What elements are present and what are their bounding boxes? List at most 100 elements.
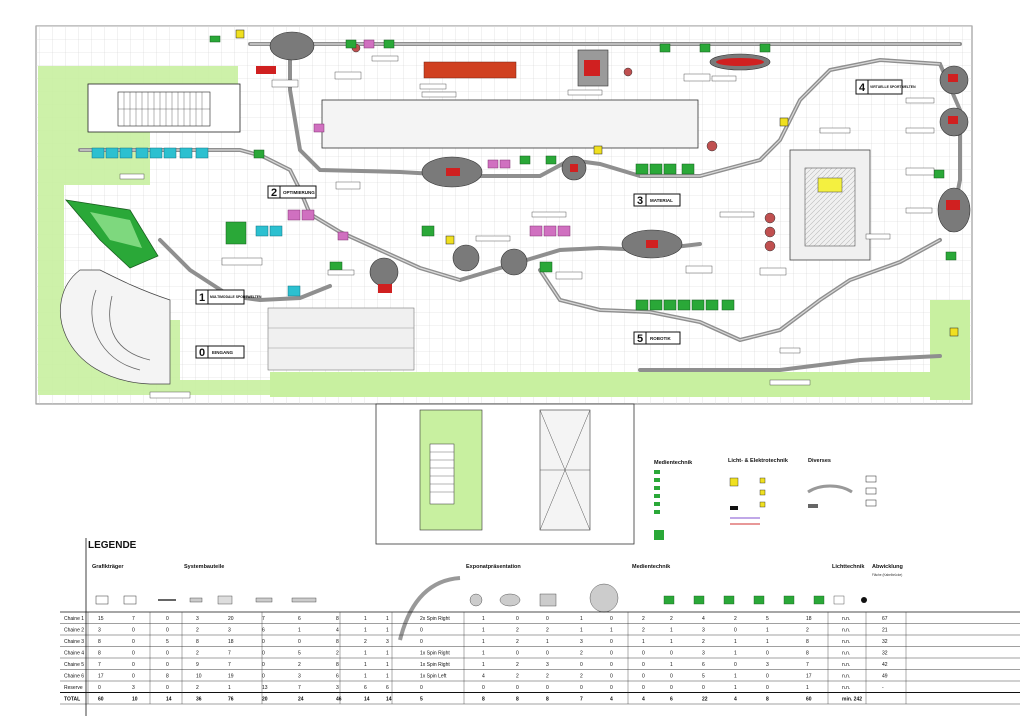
legend-cell: 20 <box>228 616 234 622</box>
legend-group-header: Lichttechnik <box>832 564 865 570</box>
legend-group-header: Systembauteile <box>184 564 224 570</box>
legend-cell: 0 <box>298 639 301 645</box>
side-legend-misc-header: Diverses <box>808 458 831 464</box>
legend-cell: n.n. <box>842 685 850 691</box>
legend-cell: 2 <box>702 639 705 645</box>
legend-cell: 0 <box>670 651 673 657</box>
entrance-stage <box>60 199 171 385</box>
legend-cell: 8 <box>482 697 485 703</box>
legend-cell: 5 <box>702 674 705 680</box>
legend-cell: 0 <box>670 685 673 691</box>
legend-group-header: Abwicklung <box>872 564 903 570</box>
legend-cell: 4 <box>642 697 645 703</box>
legend-cell: 9 <box>196 662 199 668</box>
legend-cell: 0 <box>702 685 705 691</box>
legend-cell: 22 <box>702 697 708 703</box>
legend-cell: 21 <box>882 628 888 634</box>
legend-cell: 1 <box>734 674 737 680</box>
legend-cell: 4 <box>482 674 485 680</box>
zone-number: 5 <box>637 333 643 345</box>
legend-cell: 6 <box>364 685 367 691</box>
legend-cell: 2 <box>196 628 199 634</box>
legend-cell: 3 <box>298 674 301 680</box>
red-exhibit-marks <box>256 58 960 293</box>
legend-cell: 0 <box>580 685 583 691</box>
legend-cell: 3 <box>228 628 231 634</box>
legend-cell: 2x Spin Right <box>420 616 450 622</box>
zone-number: 0 <box>199 347 205 359</box>
round-exhibits <box>269 31 971 287</box>
legend-cell: 2 <box>806 628 809 634</box>
zone-name: MULTIMODALE SPORTWELTEN <box>210 295 262 299</box>
legend-cell: 8 <box>336 639 339 645</box>
legend-cell: 2 <box>364 639 367 645</box>
legend-cell: 0 <box>132 662 135 668</box>
legend-cell: 10 <box>132 697 138 703</box>
legend-cell: 17 <box>98 674 104 680</box>
legend-cell: 3 <box>132 685 135 691</box>
legend-cell: 2 <box>196 685 199 691</box>
legend-cell: 36 <box>196 697 202 703</box>
zone-label-2: 2 OPTIMIERUNG <box>267 185 317 199</box>
small-round-exhibits <box>351 43 776 252</box>
legend-cell: 1 <box>546 639 549 645</box>
annotation-tags <box>119 55 935 399</box>
legend-cell: 19 <box>228 674 234 680</box>
legend-cell: 2 <box>516 639 519 645</box>
legend-cell: 0 <box>132 674 135 680</box>
legend-cell: 42 <box>882 662 888 668</box>
legend-group-header: Medientechnik <box>632 564 671 570</box>
legend-cell: 0 <box>546 616 549 622</box>
legend-cell: 13 <box>262 685 268 691</box>
legend-cell: 4 <box>610 697 613 703</box>
legend-cell: 7 <box>228 662 231 668</box>
legend-cell: 17 <box>806 674 812 680</box>
legend-cell: 14 <box>386 697 392 703</box>
legend-cell: 18 <box>806 616 812 622</box>
side-legend: Medientechnik Licht- & Elektrotechnik Di… <box>654 458 877 540</box>
legend-cell: 1 <box>670 628 673 634</box>
legend-row-name: TOTAL <box>64 697 80 703</box>
legend-cell: n.n. <box>842 662 850 668</box>
legend-cell: 0 <box>642 674 645 680</box>
legend-cell: 3 <box>580 639 583 645</box>
legend-cell: 0 <box>610 662 613 668</box>
legend-cell: 1 <box>580 628 583 634</box>
legend-cell: 4 <box>734 697 737 703</box>
legend-cell: 0 <box>166 628 169 634</box>
legend-cell: 1 <box>610 628 613 634</box>
legend-cell: 1x Spin Right <box>420 662 450 668</box>
legend-cell: 20 <box>262 697 268 703</box>
legend-cell: 7 <box>298 685 301 691</box>
side-legend-media-header: Medientechnik <box>654 460 693 466</box>
legend-cell: 2 <box>734 616 737 622</box>
legend-cell: 7 <box>580 697 583 703</box>
legend-cell: 8 <box>98 651 101 657</box>
legend-cell: 0 <box>516 685 519 691</box>
legend-cell: min. 242 <box>842 697 862 703</box>
legend-cell: 3 <box>386 639 389 645</box>
legend-cell: 1 <box>228 685 231 691</box>
zone-number: 1 <box>199 292 205 304</box>
legend-cell: 2 <box>516 662 519 668</box>
legend-cell: 1 <box>386 651 389 657</box>
legend-cell: 60 <box>98 697 104 703</box>
legend-cell: 3 <box>336 685 339 691</box>
legend-cell: 1 <box>670 662 673 668</box>
zone-number: 2 <box>271 187 277 199</box>
legend-cell: 1 <box>298 628 301 634</box>
legend-cell: 0 <box>516 616 519 622</box>
legend-cell: 2 <box>642 616 645 622</box>
legend-cell: 1 <box>482 628 485 634</box>
legend-cell: 0 <box>420 639 423 645</box>
zone-label-4: 4 VIRTUELLE SPORTWELTEN <box>855 79 916 95</box>
legend-cell: 49 <box>882 674 888 680</box>
legend-cell: 1 <box>482 639 485 645</box>
legend-cell: 2 <box>516 628 519 634</box>
legend-cell: 4 <box>336 628 339 634</box>
side-legend-light-header: Licht- & Elektrotechnik <box>728 458 789 464</box>
